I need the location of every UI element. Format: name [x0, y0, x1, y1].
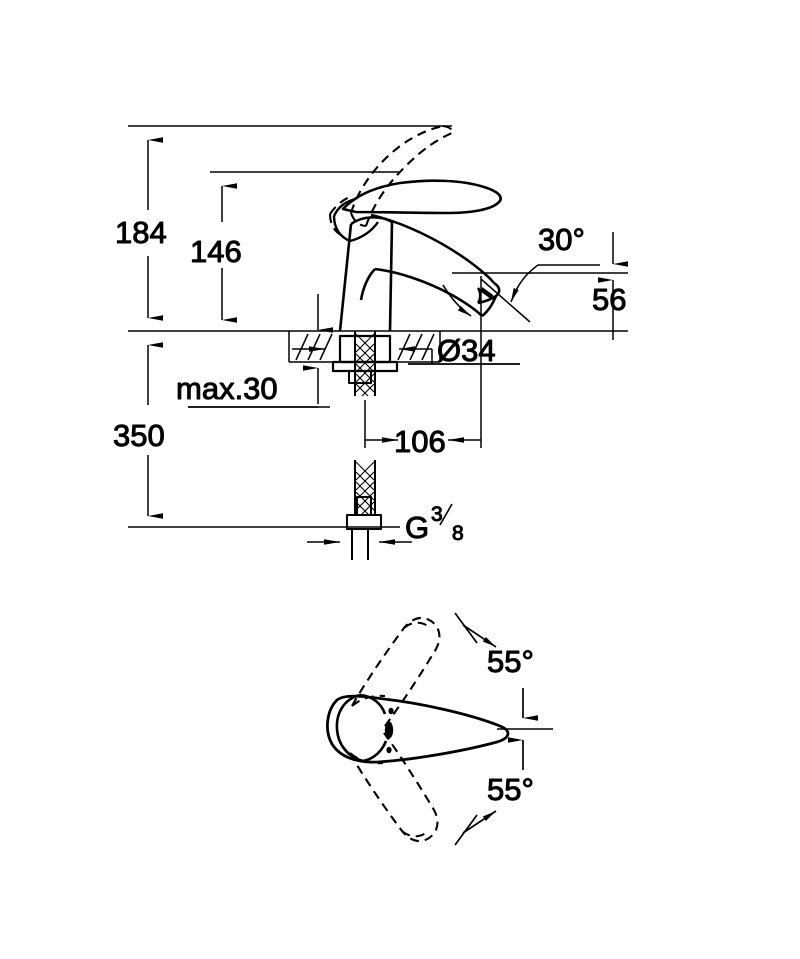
lever-pivot-cap	[332, 197, 379, 243]
dimension-350-label: 350	[113, 418, 165, 453]
threaded-stud-upper	[354, 331, 376, 396]
dimension-146-label: 146	[190, 234, 242, 269]
lever-top-view	[326, 694, 510, 764]
clamp-nut	[348, 370, 372, 384]
lever-left-limit-dashed	[351, 616, 441, 727]
dimension-G38-label-group: G 3 8	[405, 503, 465, 546]
hose-end-fitting	[346, 496, 382, 560]
dimension-30deg	[480, 264, 600, 323]
lever-indicator-marks	[384, 707, 394, 754]
extension-lines	[128, 125, 628, 528]
spout	[359, 213, 501, 318]
lever-right-limit-dashed	[349, 732, 439, 843]
dimension-30deg-label: 30°	[538, 222, 585, 257]
dimension-max30-label: max.30	[176, 371, 278, 406]
dimension-106-label: 106	[394, 424, 446, 459]
thread-texture-upper	[355, 333, 375, 397]
dimension-106	[364, 276, 482, 448]
dimension-55deg-upper-label: 55°	[487, 644, 534, 679]
dimension-56-label: 56	[592, 282, 626, 317]
dimension-dia34-label: Ø34	[437, 333, 496, 368]
flow-arrow	[442, 284, 472, 317]
deck-section	[288, 331, 441, 363]
lever-closed-position	[341, 179, 502, 215]
dimension-G38-letter: G	[405, 510, 429, 545]
deck-hatching	[295, 333, 435, 361]
dimension-dia34	[292, 346, 520, 365]
dimension-55deg-upper	[454, 612, 538, 721]
dimension-55deg-lower-label: 55°	[487, 772, 534, 807]
connection-hose	[354, 460, 376, 515]
lever-hub	[335, 693, 388, 763]
dimension-G38-denominator: 8	[452, 522, 464, 545]
dimension-G38-numerator: 3	[431, 503, 443, 526]
dimension-184-label: 184	[115, 215, 167, 250]
dimension-G38	[307, 530, 412, 560]
dimension-55deg-lower	[454, 737, 524, 846]
dimension-max30	[188, 294, 333, 408]
